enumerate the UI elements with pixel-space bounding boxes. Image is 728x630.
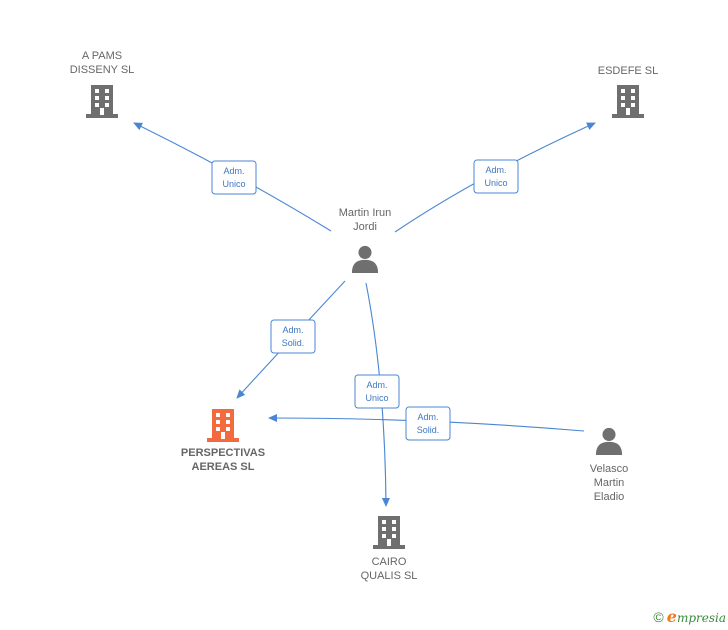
brand-logo: empresia: [666, 607, 726, 626]
node-label: DISSENY SL: [70, 64, 135, 76]
node-label: AEREAS SL: [192, 461, 255, 473]
edge-label-box: [405, 406, 451, 441]
edge-label-box: [354, 374, 400, 409]
footer-brand: © empresia: [653, 606, 726, 628]
edge-martin-perspectivas: Adm. Solid.: [236, 280, 346, 399]
building-icon: [612, 85, 644, 118]
person-icon: [595, 427, 623, 455]
copyright-icon: ©: [653, 609, 664, 625]
edge-label-text: Adm.: [417, 412, 438, 422]
edge-label-box: [270, 319, 316, 354]
node-label: A PAMS: [82, 50, 122, 62]
node-perspectivas[interactable]: PERSPECTIVAS AEREAS SL: [181, 409, 265, 473]
edge-label-text: Unico: [365, 393, 388, 403]
node-label: QUALIS SL: [361, 570, 418, 582]
edge-martin-pams: Adm. Unico: [133, 122, 332, 232]
node-label: Jordi: [353, 221, 377, 233]
node-label: CAIRO: [372, 556, 407, 568]
node-label: Martin: [594, 477, 625, 489]
edge-label-text: Solid.: [282, 338, 305, 348]
person-icon: [351, 245, 379, 273]
node-label: Martin Irun: [339, 207, 392, 219]
edge-velasco-perspectivas: Adm. Solid.: [268, 406, 585, 441]
building-icon: [86, 85, 118, 118]
edge-label-text: Adm.: [366, 380, 387, 390]
node-esdefe[interactable]: ESDEFE SL: [598, 65, 659, 118]
building-icon: [207, 409, 239, 442]
edge-label-text: Unico: [484, 178, 507, 188]
edge-label-text: Adm.: [485, 165, 506, 175]
edge-martin-esdefe: Adm. Unico: [394, 122, 596, 233]
edge-label-text: Unico: [222, 179, 245, 189]
node-pams[interactable]: A PAMS DISSENY SL: [70, 50, 135, 118]
edge-martin-cairo: Adm. Unico: [354, 282, 400, 507]
edge-label-box: [211, 160, 257, 195]
node-label: Eladio: [594, 491, 625, 503]
edge-label-text: Adm.: [282, 325, 303, 335]
node-label: Velasco: [590, 463, 629, 475]
node-label: ESDEFE SL: [598, 65, 659, 77]
edge-label-box: [473, 159, 519, 194]
edge-label-text: Solid.: [417, 425, 440, 435]
building-icon: [373, 516, 405, 549]
edge-label-text: Adm.: [223, 166, 244, 176]
node-cairo[interactable]: CAIRO QUALIS SL: [361, 516, 418, 582]
node-label: PERSPECTIVAS: [181, 447, 265, 459]
